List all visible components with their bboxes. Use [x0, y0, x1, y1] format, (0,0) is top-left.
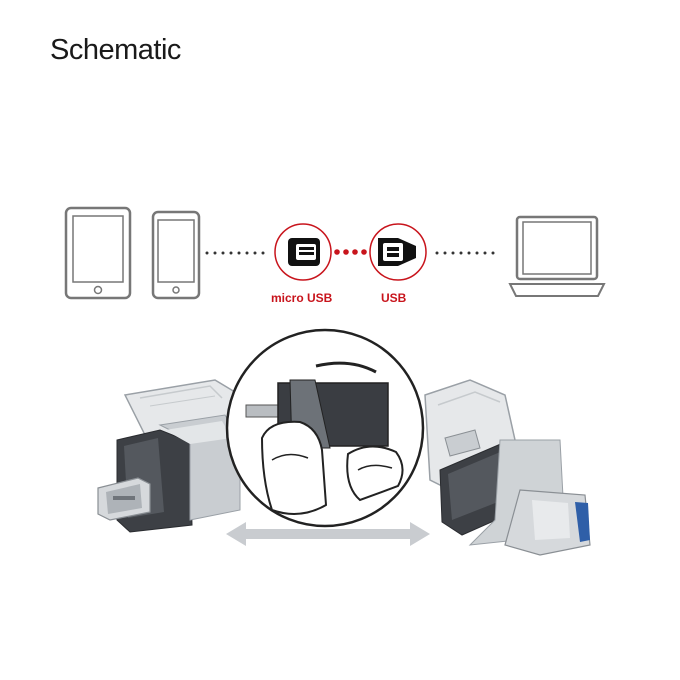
laptop-icon — [508, 215, 606, 297]
usb-port-icon — [369, 223, 427, 281]
micro-usb-port-icon — [274, 223, 332, 281]
connection-dots-right — [435, 251, 495, 255]
phone-icon — [151, 210, 201, 300]
usb-label: USB — [381, 291, 407, 305]
slide-double-arrow-icon — [226, 522, 430, 546]
usb-drive-left — [97, 379, 241, 533]
tablet-icon — [64, 206, 132, 300]
magnified-detail-circle — [225, 328, 425, 528]
page-title: Schematic — [50, 34, 181, 66]
connection-dots-red — [334, 249, 367, 255]
connection-dots-left — [205, 251, 265, 255]
micro-usb-label: micro USB — [271, 291, 333, 305]
usb-drive-right — [424, 379, 591, 556]
